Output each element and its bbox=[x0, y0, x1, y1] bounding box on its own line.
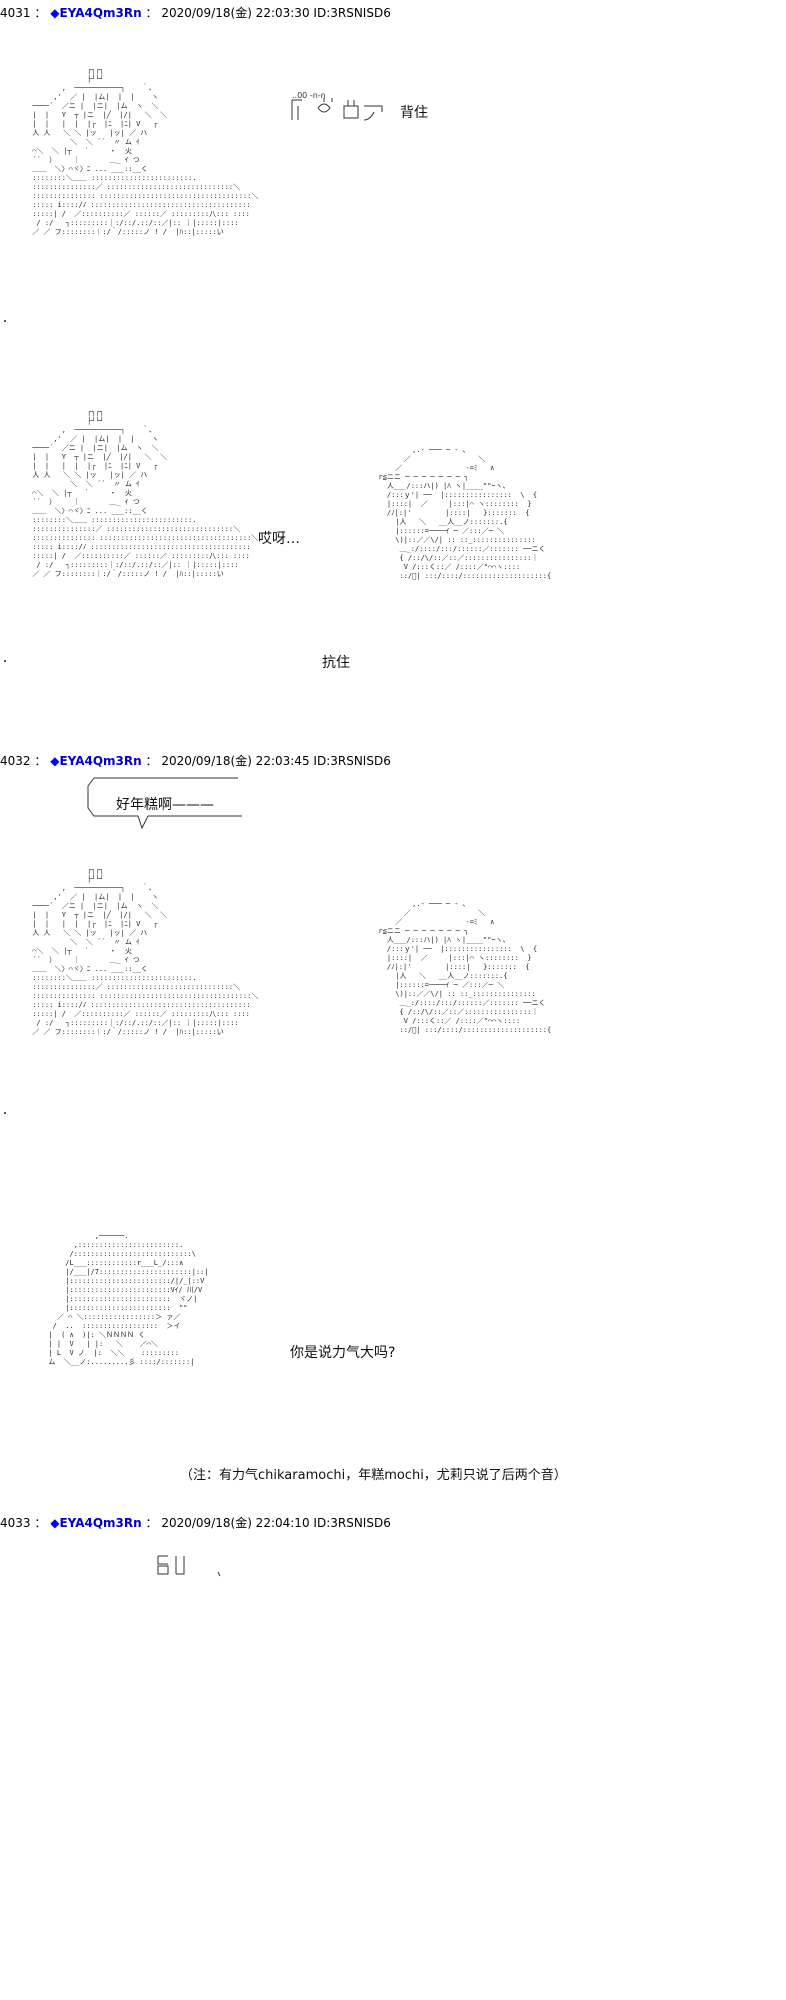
separator: ： bbox=[145, 754, 158, 768]
speech-bubble bbox=[87, 777, 242, 830]
post-id[interactable]: ID:3RSNISD6 bbox=[313, 754, 391, 768]
post-header-4031: 4031 ： ◆EYA4Qm3Rn ： 2020/09/18(金) 22:03:… bbox=[0, 4, 391, 21]
speech-text: 好年糕啊——— bbox=[116, 797, 214, 813]
poster-name[interactable]: EYA4Qm3Rn bbox=[59, 754, 142, 768]
post-header-4032: 4032 ： ◆EYA4Qm3Rn ： 2020/09/18(金) 22:03:… bbox=[0, 752, 391, 769]
label-kangzhu: 抗住 bbox=[322, 655, 350, 671]
ascii-art-character-b: ,.- ─── ─ - ､ ／ ＼ ／ -=ﾐ ∧ r≦ニニ ─ ─ ─ ─ ─… bbox=[378, 446, 552, 580]
post-id[interactable]: ID:3RSNISD6 bbox=[313, 6, 391, 20]
ascii-art-character-a-2: ┌┐┌┐ ├┘└┘ , ───────────┐ ｀、 ,' ／ | |ム| |… bbox=[32, 408, 259, 578]
post-id[interactable]: ID:3RSNISD6 bbox=[313, 1516, 391, 1530]
post-datetime: 2020/09/18(金) 22:04:10 bbox=[161, 1516, 310, 1530]
label-aiya: 哎呀… bbox=[258, 531, 300, 547]
post-datetime: 2020/09/18(金) 22:03:45 bbox=[161, 754, 310, 768]
ascii-art-character-c: ,──────. ,::::::::::::::::::::::::. /:::… bbox=[48, 1232, 209, 1366]
post-number: 4032 bbox=[0, 754, 31, 768]
post-number: 4033 bbox=[0, 1516, 31, 1530]
trip-diamond-icon: ◆ bbox=[50, 754, 60, 768]
margin-dot bbox=[4, 1112, 6, 1114]
trip-diamond-icon: ◆ bbox=[50, 1516, 60, 1530]
poster-name[interactable]: EYA4Qm3Rn bbox=[59, 6, 142, 20]
margin-dot bbox=[4, 320, 6, 322]
ascii-art-character-b-2: ,.- ─── ─ - ､ ／ ＼ ／ -=ﾐ ∧ r≦ニニ ─ ─ ─ ─ ─… bbox=[378, 900, 552, 1034]
separator: ： bbox=[145, 6, 158, 20]
separator: ： bbox=[34, 754, 47, 768]
post-number: 4031 bbox=[0, 6, 31, 20]
separator: ： bbox=[34, 6, 47, 20]
label-beizhu: 背住 bbox=[400, 105, 428, 121]
poster-name[interactable]: EYA4Qm3Rn bbox=[59, 1516, 142, 1530]
trip-diamond-icon: ◆ bbox=[50, 6, 60, 20]
ascii-art-character-a-3: ┌┐┌┐ ├┘└┘ , ───────────┐ ｀、 ,' ／ | |ム| |… bbox=[32, 866, 259, 1036]
separator: ： bbox=[145, 1516, 158, 1530]
translator-note: （注：有力气chikaramochi，年糕mochi，尤莉只说了后两个音） bbox=[180, 1468, 567, 1483]
separator: ： bbox=[34, 1516, 47, 1530]
svg-text:..00 -n-n: ..00 -n-n bbox=[292, 91, 326, 100]
label-question: 你是说力气大吗? bbox=[290, 1345, 396, 1361]
ascii-art-character-a: ┌┐┌┐ ├┘└┘ , ───────────┐ ｀、 ,' ／ | |ム| |… bbox=[32, 66, 259, 236]
post-header-4033: 4033 ： ◆EYA4Qm3Rn ： 2020/09/18(金) 22:04:… bbox=[0, 1514, 391, 1531]
post-datetime: 2020/09/18(金) 22:03:30 bbox=[161, 6, 310, 20]
sound-effect-glyphs: ..00 -n-n bbox=[291, 91, 383, 121]
margin-dot bbox=[4, 660, 6, 662]
ascii-art-fragment bbox=[157, 1555, 221, 1577]
